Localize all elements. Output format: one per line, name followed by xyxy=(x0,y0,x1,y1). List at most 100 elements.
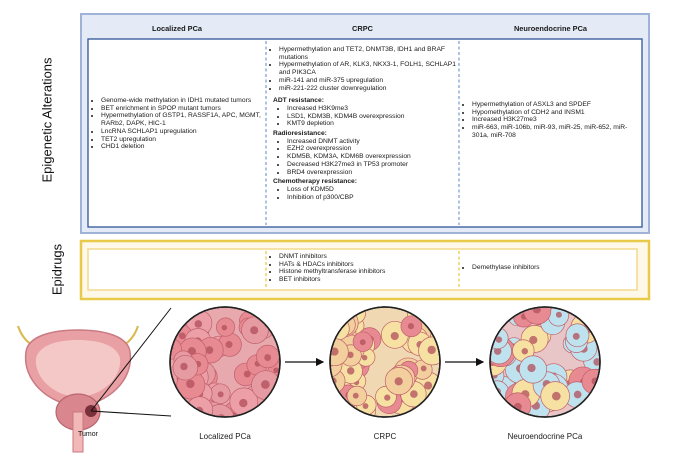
stage-label-crpc: CRPC xyxy=(373,432,397,441)
adt-resistance-list: Increased H3K9me3 LSD1, KDM3B, KDM4B ove… xyxy=(270,105,456,128)
heading-neuro: Neuroendocrine PCa xyxy=(513,24,588,33)
neuro-item: Hypermethylation of ASXL3 and SPDEF xyxy=(472,101,639,109)
chemo-resistance-list: Loss of KDM5D Inhibition of p300/CBP xyxy=(270,186,456,201)
cell-nucleus xyxy=(180,362,188,371)
cell-nucleus xyxy=(359,339,366,346)
chemo-resistance-title: Chemotherapy resistance: xyxy=(273,178,357,186)
cell-nucleus xyxy=(424,381,433,390)
localized-item: Hypermethylation of GSTP1, RASSF1A, APC,… xyxy=(101,112,262,127)
cell-nucleus xyxy=(225,341,233,349)
epigenetic-inner-frame xyxy=(87,38,643,228)
neuro-item: Hypomethylation of CDH2 and INSM1 xyxy=(472,109,639,117)
epidrug-item: HATs & HDACs inhibitors xyxy=(279,261,456,269)
localized-list: Genome-wide methylation in IDH1 mutated … xyxy=(92,97,262,151)
cell-nucleus xyxy=(527,363,536,373)
cell-nucleus xyxy=(555,311,562,318)
cell-nucleus xyxy=(205,346,214,354)
cell-nucleus xyxy=(593,358,599,366)
epidrug-item: DNMT inhibitors xyxy=(279,253,456,261)
epidrugs-side-label: Epidrugs xyxy=(49,243,65,296)
crpc-item: miR-221-222 cluster downregulation xyxy=(279,85,456,93)
radio-item: KDM5B, KDM3A, KDM6B overexpression xyxy=(287,153,456,161)
cell-nucleus xyxy=(331,347,339,356)
radio-item: Increased DNMT activity xyxy=(287,138,456,146)
cell-nucleus xyxy=(495,336,503,343)
cell-nucleus xyxy=(260,380,270,389)
cell-nucleus xyxy=(394,377,403,386)
cell-nucleus xyxy=(273,367,279,374)
epidrugs-crpc-list: DNMT inhibitors HATs & HDACs inhibitors … xyxy=(270,253,456,284)
zoom-line-top xyxy=(90,307,172,412)
cell-nucleus xyxy=(362,403,369,409)
cell-nucleus xyxy=(347,351,354,359)
chemo-item: Inhibition of p300/CBP xyxy=(287,194,456,202)
crpc-item: Hypermethylation and TET2, DNMT3B, IDH1 … xyxy=(279,46,456,61)
tumor-label: Tumor xyxy=(78,431,99,438)
cell-nucleus xyxy=(493,347,502,355)
epidrug-item: Histone methyltransferase inhibitors xyxy=(279,268,456,276)
cell-nucleus xyxy=(352,392,359,399)
cell-nucleus xyxy=(194,320,203,328)
localized-item: CHD1 deletion xyxy=(101,143,262,151)
progression-illustration: Tumor xyxy=(17,306,601,453)
localized-item: TET2 upregulation xyxy=(101,136,262,144)
cell-nucleus xyxy=(427,345,436,355)
cell-nucleus xyxy=(178,332,186,340)
cell-nucleus xyxy=(390,331,399,341)
epidrugs-neuro-list: Demethylase inhibitors xyxy=(463,264,633,272)
heading-crpc: CRPC xyxy=(352,24,373,33)
epidrugs-neuro-panel: Demethylase inhibitors xyxy=(463,264,633,272)
cell-nucleus xyxy=(573,390,582,399)
heading-localized: Localized PCa xyxy=(151,24,203,33)
zoom-line-bottom xyxy=(90,410,172,417)
chemo-item: Loss of KDM5D xyxy=(287,186,456,194)
radioresistance-title: Radioresistance: xyxy=(273,130,327,138)
cell-nucleus xyxy=(250,326,259,335)
cell-nucleus xyxy=(407,323,415,330)
epidrug-item: Demethylase inhibitors xyxy=(472,264,633,272)
localized-panel: Genome-wide methylation in IDH1 mutated … xyxy=(92,97,262,151)
cell-nucleus xyxy=(239,398,248,408)
localized-item: BET enrichment in SPOP mutant tumors xyxy=(101,105,262,113)
neuro-item: Increased H3K27me3 xyxy=(472,116,639,124)
cell-nucleus xyxy=(420,365,427,372)
crpc-item: Hypermethylation of AR, KLK3, NKX3-1, FO… xyxy=(279,61,456,76)
cell-nucleus xyxy=(186,379,195,389)
cell-nucleus xyxy=(264,354,272,361)
adt-item: LSD1, KDM3B, KDM4B overexpression xyxy=(287,113,456,121)
epidrugs-crpc-panel: DNMT inhibitors HATs & HDACs inhibitors … xyxy=(270,253,456,284)
epidrug-item: BET inhibitors xyxy=(279,276,456,284)
cell-nucleus xyxy=(572,332,580,340)
tissue-cell xyxy=(331,317,350,341)
radioresistance-list: Increased DNMT activity EZH2 overexpress… xyxy=(270,138,456,177)
cell-nucleus xyxy=(384,394,391,401)
neuro-list: Hypermethylation of ASXL3 and SPDEF Hypo… xyxy=(463,101,639,140)
localized-item: LncRNA SCHLAP1 upregulation xyxy=(101,128,262,136)
stage-label-neuro: Neuroendocrine PCa xyxy=(507,432,583,441)
stage-label-localized: Localized PCa xyxy=(199,432,251,441)
cell-nucleus xyxy=(217,391,224,398)
prostate-bladder-icon xyxy=(17,325,139,453)
adt-item: Increased H3K9me3 xyxy=(287,105,456,113)
cell-nucleus xyxy=(346,367,355,375)
cell-nucleus xyxy=(551,391,561,401)
cell-nucleus xyxy=(243,370,251,378)
radio-item: Decreased H3K27me3 in TP53 promoter xyxy=(287,161,456,169)
neuro-panel: Hypermethylation of ASXL3 and SPDEF Hypo… xyxy=(463,101,639,140)
cell-nucleus xyxy=(216,414,226,416)
adt-resistance-title: ADT resistance: xyxy=(273,97,324,105)
cell-nucleus xyxy=(221,324,228,331)
cell-nucleus xyxy=(532,308,541,314)
cell-nucleus xyxy=(361,354,368,361)
cell-nucleus xyxy=(410,390,418,398)
adt-item: KMT9 depletion xyxy=(287,120,456,128)
radio-item: EZH2 overexpression xyxy=(287,145,456,153)
crpc-list: Hypermethylation and TET2, DNMT3B, IDH1 … xyxy=(270,46,456,92)
crpc-panel: Hypermethylation and TET2, DNMT3B, IDH1 … xyxy=(270,46,456,201)
cell-nucleus xyxy=(529,335,538,345)
crpc-item: miR-141 and miR-375 upregulation xyxy=(279,77,456,85)
epidrugs-inner-frame xyxy=(87,248,638,291)
cell-nucleus xyxy=(521,348,529,355)
neuro-item: miR-663, miR-106b, miR-93, miR-25, miR-6… xyxy=(472,124,639,139)
